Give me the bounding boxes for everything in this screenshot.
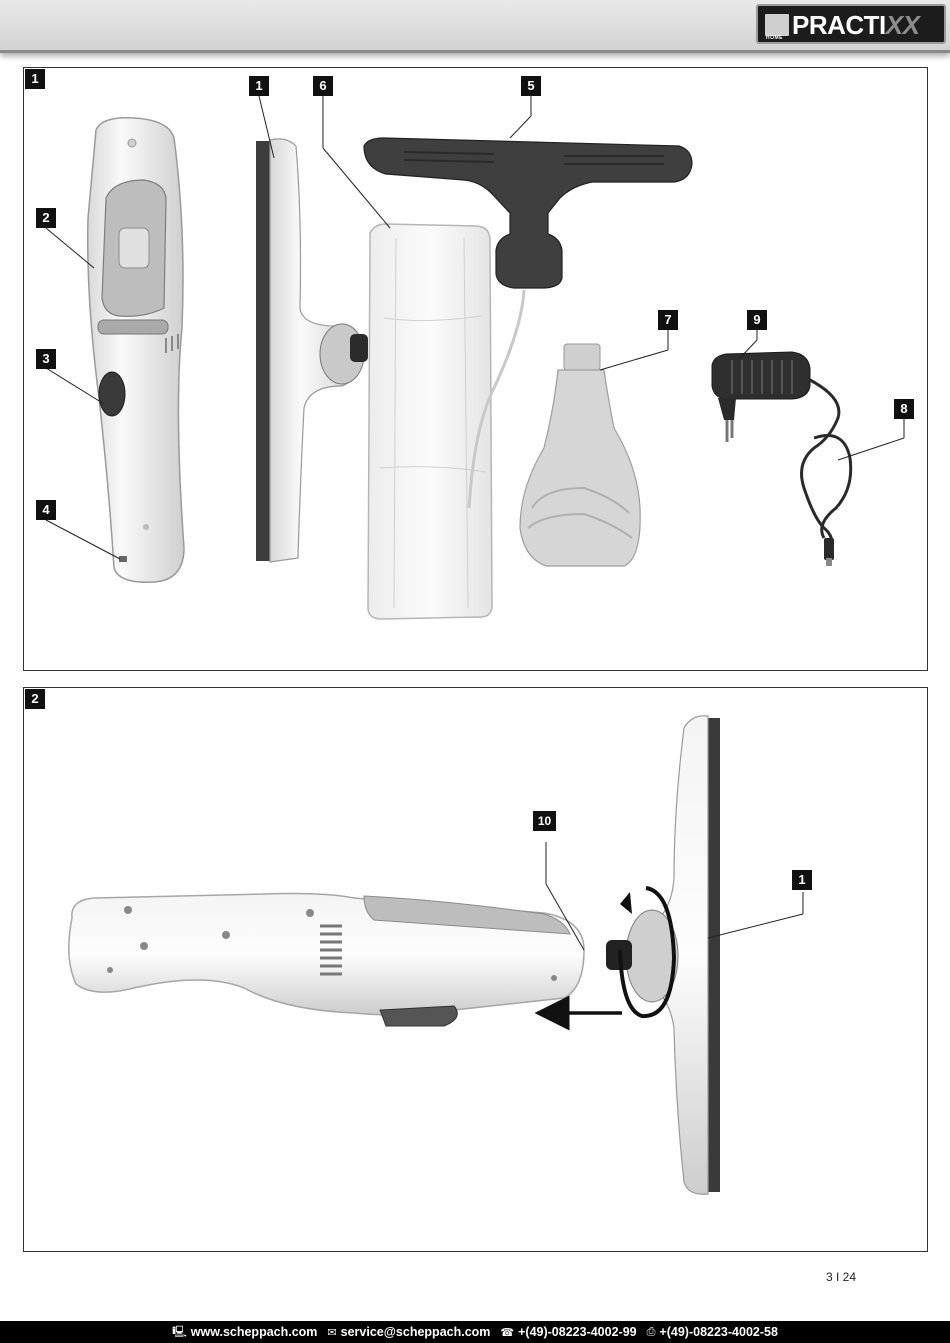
phone-icon: ☎ <box>500 1326 515 1339</box>
figure-2-illustration <box>68 715 804 1195</box>
figure-1-number: 1 <box>25 69 45 89</box>
figure-1-leader-lines <box>45 95 905 560</box>
charger-drawing <box>711 351 853 566</box>
figure-2-leader-lines <box>545 842 804 951</box>
figure-2-number: 2 <box>25 689 45 709</box>
logo-xx-text: XX <box>885 10 920 40</box>
vacuum-unit-drawing-2 <box>68 892 585 1027</box>
computer-icon: 🖳 <box>172 1325 187 1338</box>
mail-icon: ✉ <box>327 1326 337 1339</box>
callout-9: 9 <box>747 310 767 330</box>
microfibre-pad-drawing <box>367 223 493 620</box>
footer-bar: 🖳 www.scheppach.com ✉ service@scheppach.… <box>0 1321 950 1343</box>
footer-fax: +(49)-08223-4002-58 <box>659 1325 778 1339</box>
callout-1: 1 <box>249 76 269 96</box>
spray-bottle-drawing <box>519 343 641 567</box>
page-number: 3 I 24 <box>826 1270 857 1284</box>
callout-10: 10 <box>533 811 556 831</box>
footer-email-link[interactable]: service@scheppach.com <box>340 1325 491 1339</box>
figure-1-illustration <box>45 95 905 620</box>
logo-home-label: HOME <box>766 35 783 41</box>
logo-square <box>765 14 789 36</box>
footer-phone: +(49)-08223-4002-99 <box>518 1325 637 1339</box>
squeegee-drawing <box>256 138 368 563</box>
logo-main-text: PRACTI <box>792 10 886 40</box>
callout-4: 4 <box>36 500 56 520</box>
callout-2: 2 <box>36 208 56 228</box>
callout-3: 3 <box>36 349 56 369</box>
spray-head-drawing <box>363 137 693 509</box>
footer-website-link[interactable]: www.scheppach.com <box>190 1325 318 1339</box>
callout-1-fig2: 1 <box>792 870 812 890</box>
callout-7: 7 <box>658 310 678 330</box>
callout-5: 5 <box>521 76 541 96</box>
rotation-arrow <box>618 886 677 1019</box>
header-bar: HOME PRACTIXX <box>0 0 950 53</box>
callout-8: 8 <box>894 399 914 419</box>
figure-2-panel: 2 10 1 <box>23 687 928 1252</box>
figure-1-panel: 1 1 2 3 4 5 6 7 8 9 <box>23 67 928 671</box>
fax-icon: ⎙ <box>646 1325 656 1338</box>
vacuum-unit-drawing <box>86 117 185 583</box>
callout-6: 6 <box>313 76 333 96</box>
practixx-logo: HOME PRACTIXX <box>756 4 946 44</box>
squeegee-drawing-2 <box>606 715 720 1195</box>
